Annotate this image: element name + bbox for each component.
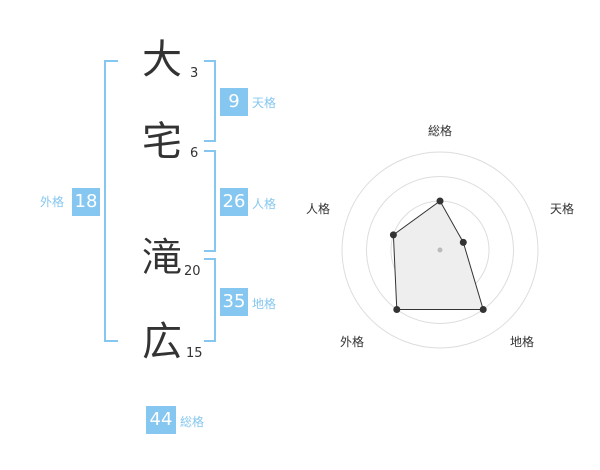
radar-polygon [392, 200, 484, 310]
chikaku-label: 地格 [252, 297, 277, 311]
stroke-count-1: 3 [190, 66, 199, 81]
radar-point [479, 306, 487, 313]
radar-label-tenkaku: 天格 [550, 202, 575, 216]
stroke-count-3: 20 [184, 264, 201, 279]
stroke-count-4: 15 [186, 346, 203, 361]
name-char-1: 大 [142, 37, 182, 83]
chikaku-value: 35 [220, 288, 248, 316]
chikaku-bracket [204, 258, 216, 342]
radar-label-chikaku: 地格 [510, 335, 535, 349]
jinkaku-label: 人格 [252, 197, 277, 211]
radar-point [436, 197, 444, 205]
soukaku-value: 44 [146, 406, 176, 434]
radar-center-dot [437, 247, 443, 253]
gaikaku-value: 18 [72, 188, 100, 216]
name-char-4: 広 [142, 319, 182, 365]
radar-ring [366, 176, 514, 324]
radar-label-gaikaku: 外格 [340, 335, 365, 349]
stroke-count-2: 6 [190, 146, 199, 161]
radar-point [389, 231, 397, 239]
radar-point [393, 306, 401, 313]
gaikaku-label: 外格 [40, 195, 65, 209]
jinkaku-bracket [204, 150, 216, 252]
gaikaku-bracket [104, 60, 118, 342]
radar-ring [341, 151, 539, 349]
radar-points [389, 197, 487, 313]
soukaku-label: 総格 [180, 415, 205, 429]
tenkaku-value: 9 [220, 88, 248, 116]
radar-label-soukaku: 総格 [428, 124, 453, 138]
tenkaku-bracket [204, 60, 216, 142]
radar-point [459, 238, 467, 246]
radar-label-jinkaku: 人格 [306, 202, 331, 216]
tenkaku-label: 天格 [252, 96, 277, 110]
name-char-2: 宅 [142, 119, 182, 165]
jinkaku-value: 26 [220, 188, 248, 216]
name-char-3: 滝 [142, 235, 182, 281]
